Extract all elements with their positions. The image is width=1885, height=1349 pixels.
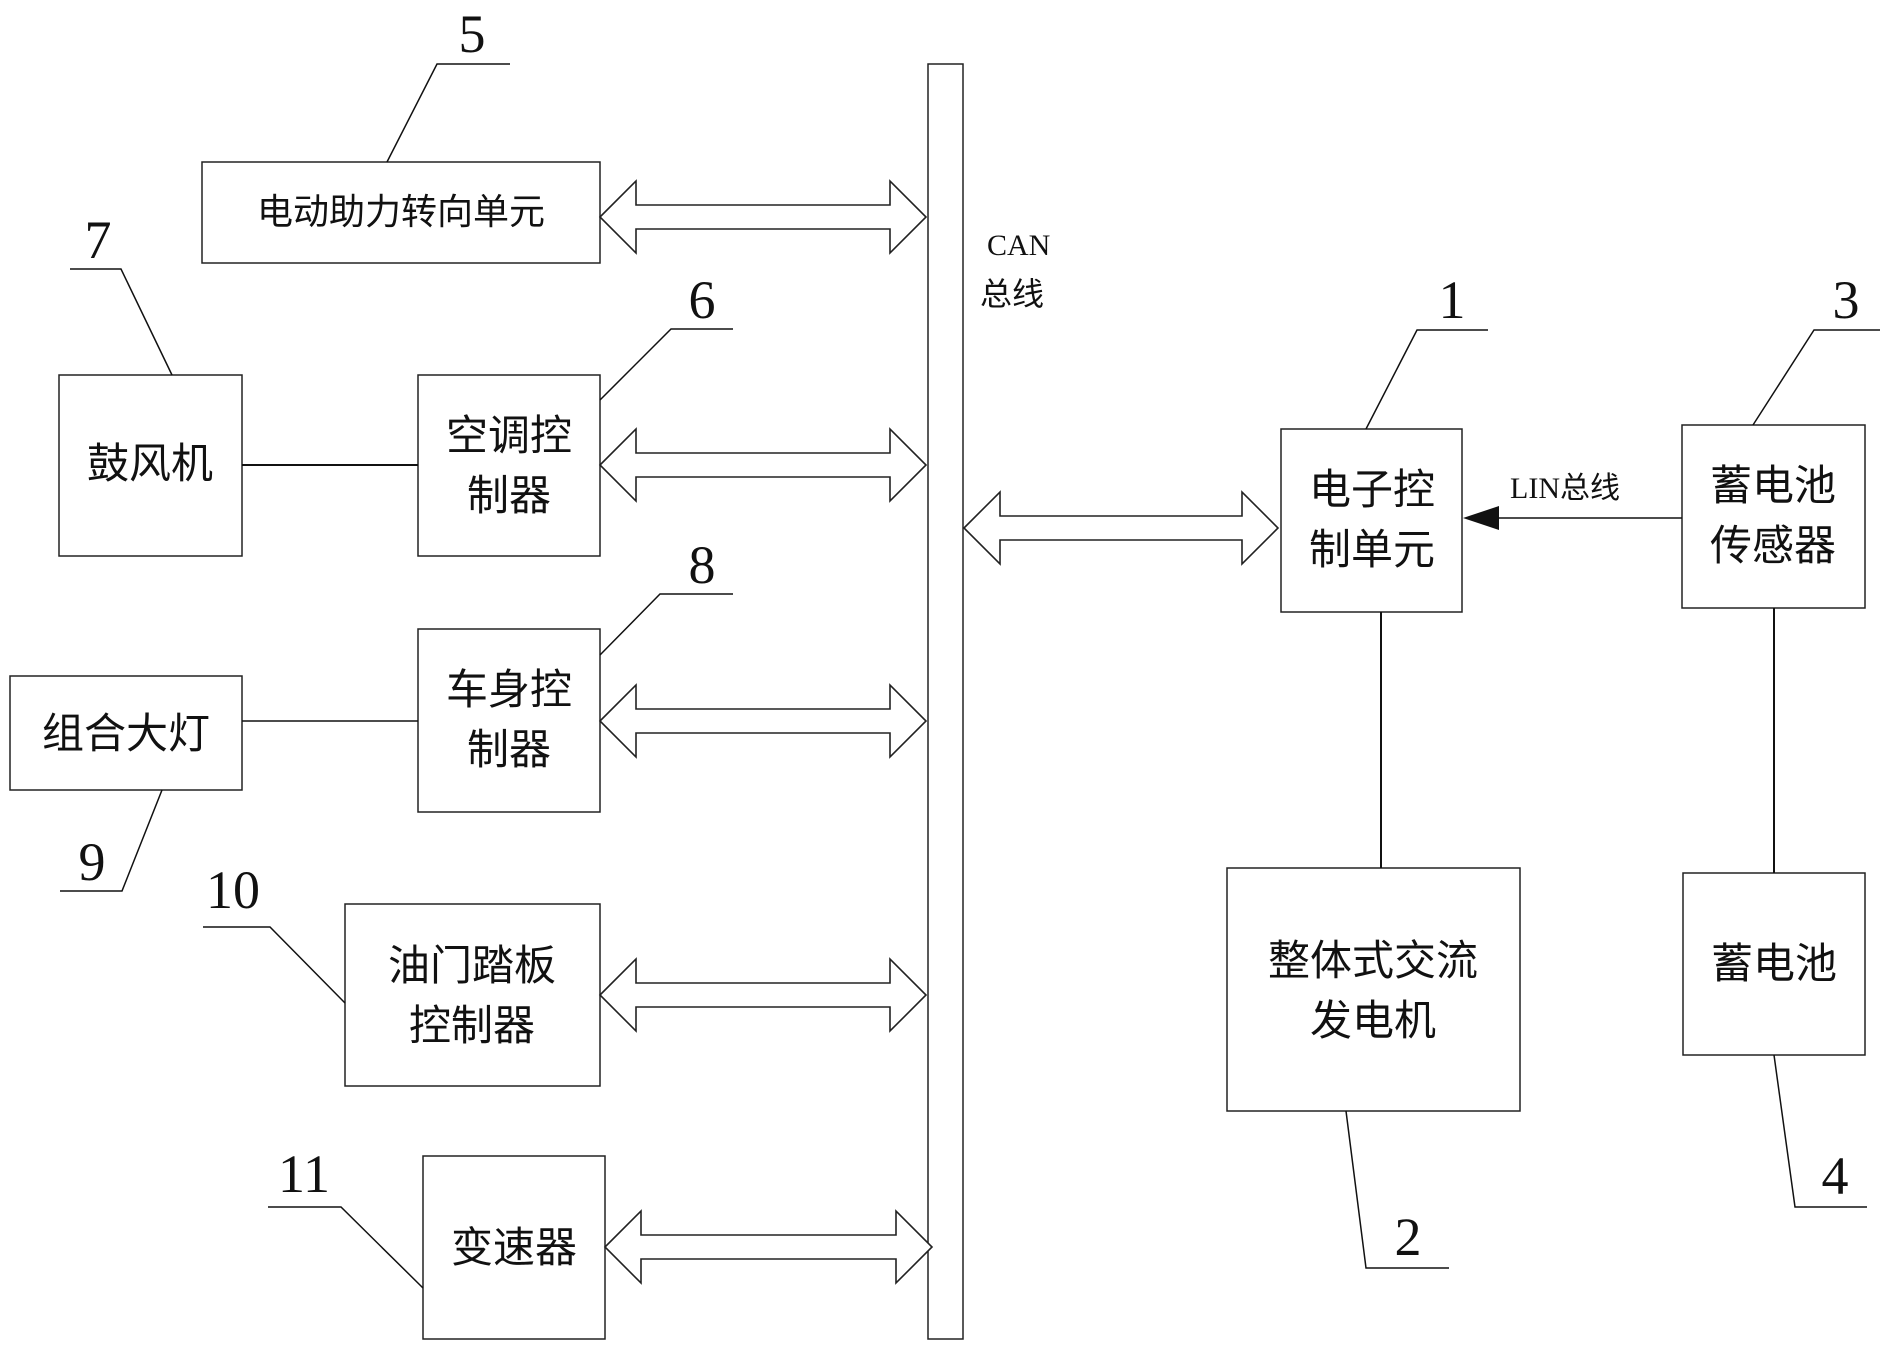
component-label: 车身控 xyxy=(446,665,572,714)
component-alternator[interactable]: 整体式交流 发电机 xyxy=(1226,867,1521,1112)
leader-11: 11 xyxy=(268,1144,424,1289)
component-label: 电动助力转向单元 xyxy=(257,192,545,233)
component-battery-sensor[interactable]: 蓄电池 传感器 xyxy=(1681,424,1866,609)
component-number: 1 xyxy=(1439,270,1466,330)
component-label: 组合大灯 xyxy=(42,709,210,758)
component-number: 2 xyxy=(1395,1207,1422,1267)
lin-arrowhead-icon xyxy=(1463,506,1499,530)
component-label: 鼓风机 xyxy=(87,439,213,488)
component-label: 控制器 xyxy=(409,1001,535,1050)
component-throttle-controller[interactable]: 油门踏板 控制器 xyxy=(344,903,601,1087)
component-ecu[interactable]: 电子控 制单元 xyxy=(1280,428,1463,613)
leader-5: 5 xyxy=(386,4,510,163)
arrow-body-can-icon xyxy=(598,683,928,759)
component-label: 油门踏板 xyxy=(388,941,556,990)
bidirectional-arrows xyxy=(598,179,1280,1285)
leader-2: 2 xyxy=(1345,1110,1449,1269)
component-label: 制器 xyxy=(467,471,551,520)
component-number: 4 xyxy=(1822,1146,1849,1206)
component-battery[interactable]: 蓄电池 xyxy=(1682,872,1866,1056)
component-label: 传感器 xyxy=(1710,521,1836,570)
can-bus-label-line1: CAN xyxy=(987,229,1050,262)
component-label: 蓄电池 xyxy=(1711,939,1837,988)
component-headlight[interactable]: 组合大灯 xyxy=(9,675,243,791)
component-number: 8 xyxy=(689,535,716,595)
component-label: 制单元 xyxy=(1309,525,1435,574)
component-label: 变速器 xyxy=(451,1223,577,1272)
leader-6: 6 xyxy=(599,270,733,401)
component-label: 发电机 xyxy=(1310,996,1436,1045)
arrow-throttle-can-icon xyxy=(598,957,928,1033)
leader-9: 9 xyxy=(60,789,163,892)
component-eps[interactable]: 电动助力转向单元 xyxy=(201,161,601,264)
component-label: 整体式交流 xyxy=(1268,936,1478,985)
component-number: 5 xyxy=(459,4,486,64)
component-label: 空调控 xyxy=(446,411,572,460)
component-label: 制器 xyxy=(467,725,551,774)
can-bus-bar xyxy=(927,63,964,1340)
component-number: 6 xyxy=(689,270,716,330)
arrow-ac-can-icon xyxy=(598,427,928,503)
leader-7: 7 xyxy=(70,210,173,376)
lin-bus-label: LIN总线 xyxy=(1510,472,1620,505)
leader-4: 4 xyxy=(1773,1054,1867,1208)
leader-3: 3 xyxy=(1752,270,1880,426)
component-body-controller[interactable]: 车身控 制器 xyxy=(417,628,601,813)
component-number: 3 xyxy=(1833,270,1860,330)
component-label: 电子控 xyxy=(1309,465,1435,514)
arrow-can-ecu-icon xyxy=(962,490,1280,566)
component-number: 7 xyxy=(85,210,112,270)
component-label: 蓄电池 xyxy=(1710,461,1836,510)
component-number: 11 xyxy=(278,1144,330,1204)
component-transmission[interactable]: 变速器 xyxy=(422,1155,606,1340)
arrow-eps-can-icon xyxy=(598,179,928,255)
component-blower[interactable]: 鼓风机 xyxy=(58,374,243,557)
can-bus-label-line2: 总线 xyxy=(980,276,1044,312)
component-ac-controller[interactable]: 空调控 制器 xyxy=(417,374,601,557)
leader-10: 10 xyxy=(203,860,346,1004)
component-number: 10 xyxy=(206,860,260,920)
arrow-transmission-can-icon xyxy=(603,1209,934,1285)
leader-8: 8 xyxy=(599,535,733,656)
leader-1: 1 xyxy=(1365,270,1488,430)
component-number: 9 xyxy=(79,832,106,892)
